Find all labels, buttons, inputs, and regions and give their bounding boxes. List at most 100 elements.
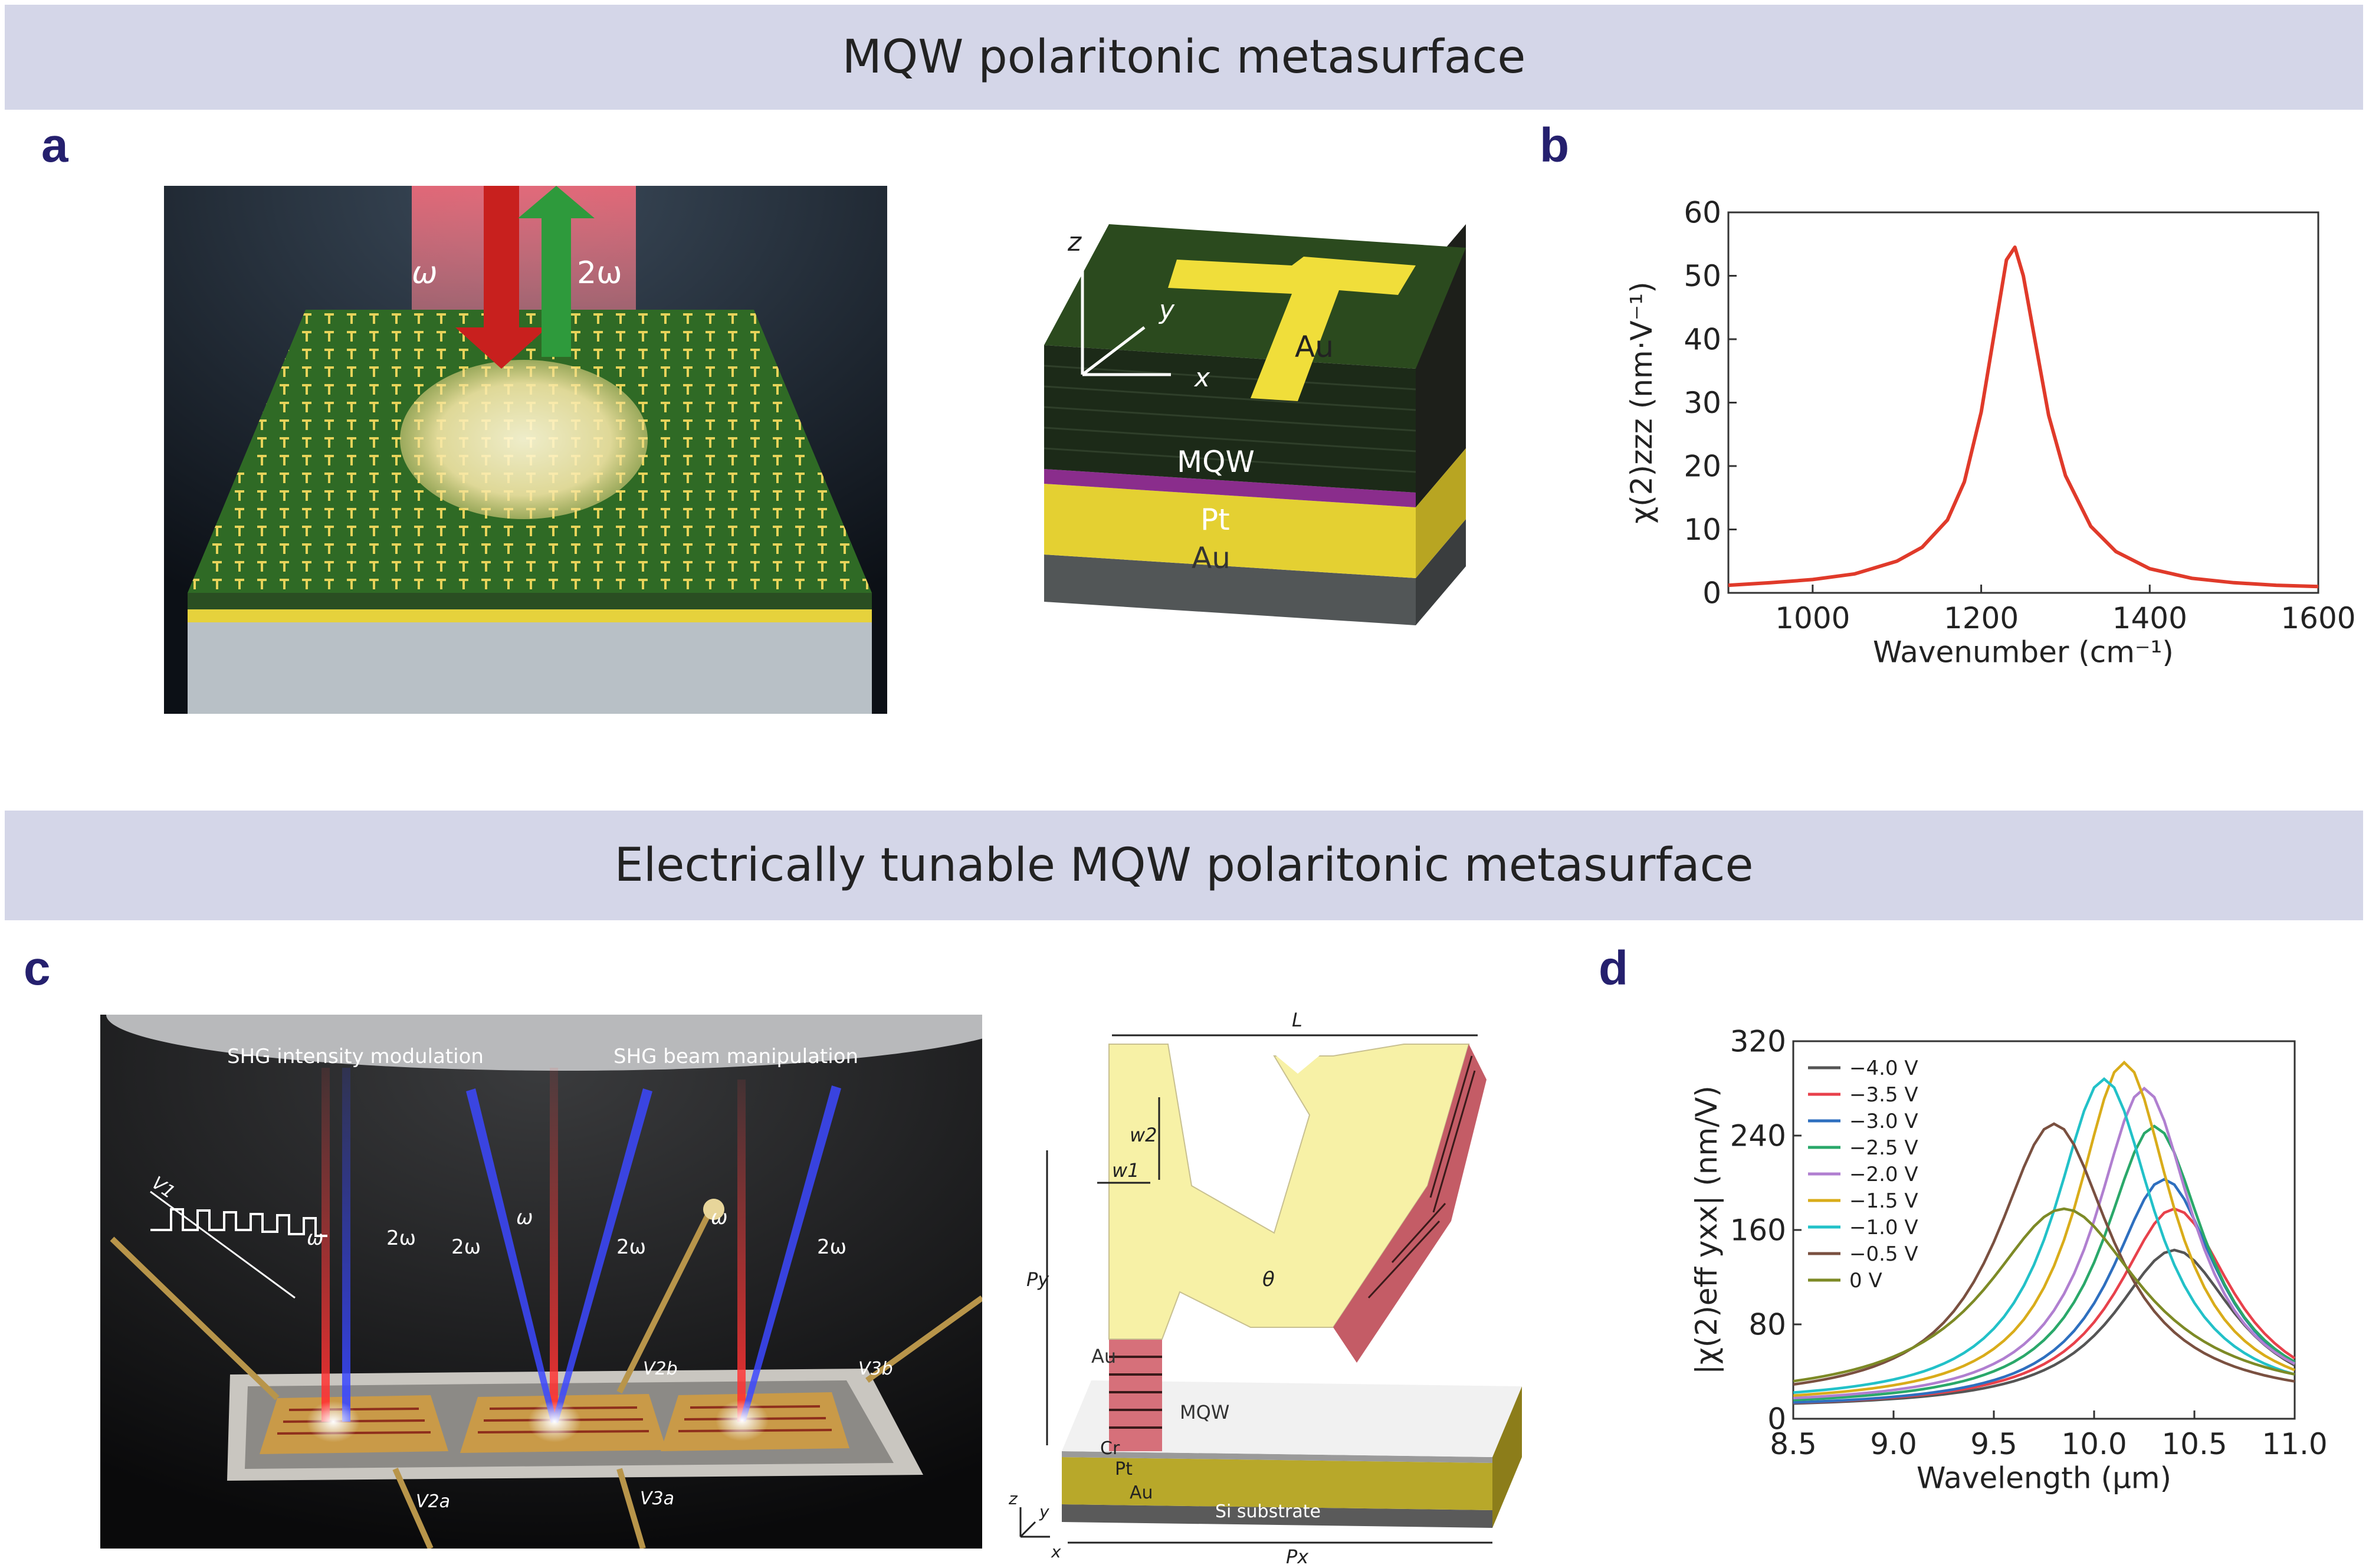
gold-layer-front (188, 608, 872, 622)
v-notch (1262, 1044, 1333, 1074)
x-axis-label: Wavelength (μm) (1917, 1461, 2171, 1495)
series-line (1728, 245, 2319, 589)
v1-arrow (150, 1190, 296, 1299)
omega-label-c2: ω (516, 1206, 533, 1229)
y-tick-label: 80 (1748, 1308, 1786, 1342)
y-tick-label: 20 (1684, 450, 1721, 484)
panel-a-stack: z y x Au MQW Pt Au InP substrate (1044, 224, 1466, 652)
beam-blue-2b (552, 1088, 652, 1423)
dim-L-label: L (1292, 1009, 1302, 1031)
layer-pt-label: Pt (1200, 503, 1230, 537)
layer-pt-label-c: Pt (1115, 1459, 1133, 1480)
y-tick-label: 10 (1684, 513, 1721, 547)
spot-3 (716, 1400, 769, 1441)
beam-blue-1 (342, 1068, 350, 1422)
section-banner-bottom: Electrically tunable MQW polaritonic met… (5, 811, 2363, 920)
axis-z-label: z (1067, 227, 1082, 257)
label-shg-intensity: SHG intensity modulation (227, 1045, 484, 1068)
layer-au-top-label: Au (1295, 330, 1334, 364)
metasurface-front (188, 593, 872, 609)
illuminated-spot (400, 360, 648, 519)
base-side (1492, 1386, 1522, 1528)
label-shg-beam: SHG beam manipulation (613, 1045, 858, 1068)
beam-red-1 (321, 1068, 330, 1422)
substrate-front (188, 619, 872, 714)
two-omega-label-c2: 2ω (451, 1235, 481, 1259)
dim-w1-label: w1 (1112, 1159, 1140, 1182)
layer-mqw-label-c: MQW (1180, 1401, 1229, 1423)
x-tick-label: 1000 (1775, 601, 1850, 635)
layer-au-label: Au (1192, 541, 1231, 575)
v3b-label: V3b (858, 1359, 893, 1379)
y-tick-label: 40 (1684, 323, 1721, 357)
dim-w2-label: w2 (1130, 1124, 1157, 1146)
y-tick-label: 160 (1730, 1213, 1786, 1248)
layer-si-label: Si substrate (1215, 1501, 1321, 1522)
y-tick-label: 0 (1767, 1402, 1786, 1436)
y-tick-label: 320 (1730, 1025, 1786, 1059)
legend-label: −1.0 V (1849, 1216, 1918, 1239)
omega-label-c3: ω (711, 1206, 727, 1229)
au-side (1416, 448, 1466, 578)
substrate-side (1416, 519, 1466, 625)
panel-letter-c: c (24, 942, 51, 995)
axis-x-label-c: x (1051, 1542, 1061, 1562)
series-line (1793, 1122, 2295, 1386)
v-resonator-side (1333, 1044, 1487, 1363)
y-tick-label: 50 (1684, 259, 1721, 293)
x-tick-label: 9.5 (1970, 1427, 2017, 1461)
axis-z-label-c: z (1008, 1489, 1018, 1508)
series-line (1793, 1077, 2295, 1394)
section-title-bottom: Electrically tunable MQW polaritonic met… (614, 839, 1754, 892)
x-tick-label: 1200 (1944, 601, 2019, 635)
legend-label: −2.0 V (1849, 1163, 1918, 1186)
section-title-top: MQW polaritonic metasurface (842, 31, 1526, 84)
legend-label: −4.0 V (1849, 1057, 1918, 1080)
panel-letter-b: b (1540, 119, 1570, 172)
panel-a-illustration: ω 2ω (164, 186, 887, 714)
legend-label: −3.0 V (1849, 1110, 1918, 1133)
dim-Px-label: Px (1286, 1546, 1309, 1566)
series-line (1793, 1124, 2296, 1402)
v-resonator-top (1108, 1044, 1470, 1340)
section-banner-top: MQW polaritonic metasurface (5, 5, 2363, 110)
layer-au2-label: Au (1130, 1482, 1153, 1503)
omega-label-c1: ω (307, 1226, 323, 1250)
x-tick-label: 1600 (2281, 601, 2355, 635)
series-line (1793, 1087, 2296, 1400)
y-axis-label: |χ(2)eff yxx| (nm/V) (1689, 1085, 1724, 1375)
panel-c-unit-cell: L w2 w1 Py Px θ Au MQW Cr Pt Au Si subst… (1008, 1009, 1522, 1566)
y-tick-label: 240 (1730, 1119, 1786, 1153)
voltage-pulse-train (150, 1208, 327, 1237)
spot-2 (528, 1401, 581, 1442)
beam-blue-2a (466, 1088, 557, 1423)
y-tick-label: 30 (1684, 386, 1721, 420)
legend-label: −0.5 V (1849, 1242, 1918, 1266)
legend-label: 0 V (1849, 1269, 1882, 1293)
shg-beam-arrow (518, 186, 595, 357)
v-resonator-front-mqw (1109, 1339, 1162, 1451)
axis-x-label: x (1193, 363, 1210, 393)
panel-letter-a: a (41, 119, 68, 172)
objective-lens (106, 1015, 982, 1071)
beam-red-3 (737, 1080, 746, 1422)
x-tick-label: 10.5 (2161, 1427, 2227, 1461)
theta-label: θ (1262, 1268, 1275, 1291)
y-axis-label: χ(2)zzz (nm·V⁻¹) (1625, 281, 1659, 523)
incident-beam-arrow (455, 186, 547, 369)
au-layer (1044, 484, 1416, 578)
dim-Py-label: Py (1026, 1268, 1049, 1291)
stack-top (1044, 224, 1466, 369)
spot-1 (307, 1401, 360, 1442)
v2a-label: V2a (416, 1491, 450, 1512)
v3a-label: V3a (640, 1488, 674, 1509)
au-antenna (1168, 257, 1416, 401)
axis-y-label: y (1158, 295, 1175, 325)
two-omega-label-c1: 2ω (386, 1226, 416, 1250)
two-omega-label-c4: 2ω (817, 1235, 846, 1259)
x-tick-label: 11.0 (2262, 1427, 2327, 1461)
beam-red-2 (550, 1068, 558, 1422)
x-tick-label: 10.0 (2061, 1427, 2127, 1461)
